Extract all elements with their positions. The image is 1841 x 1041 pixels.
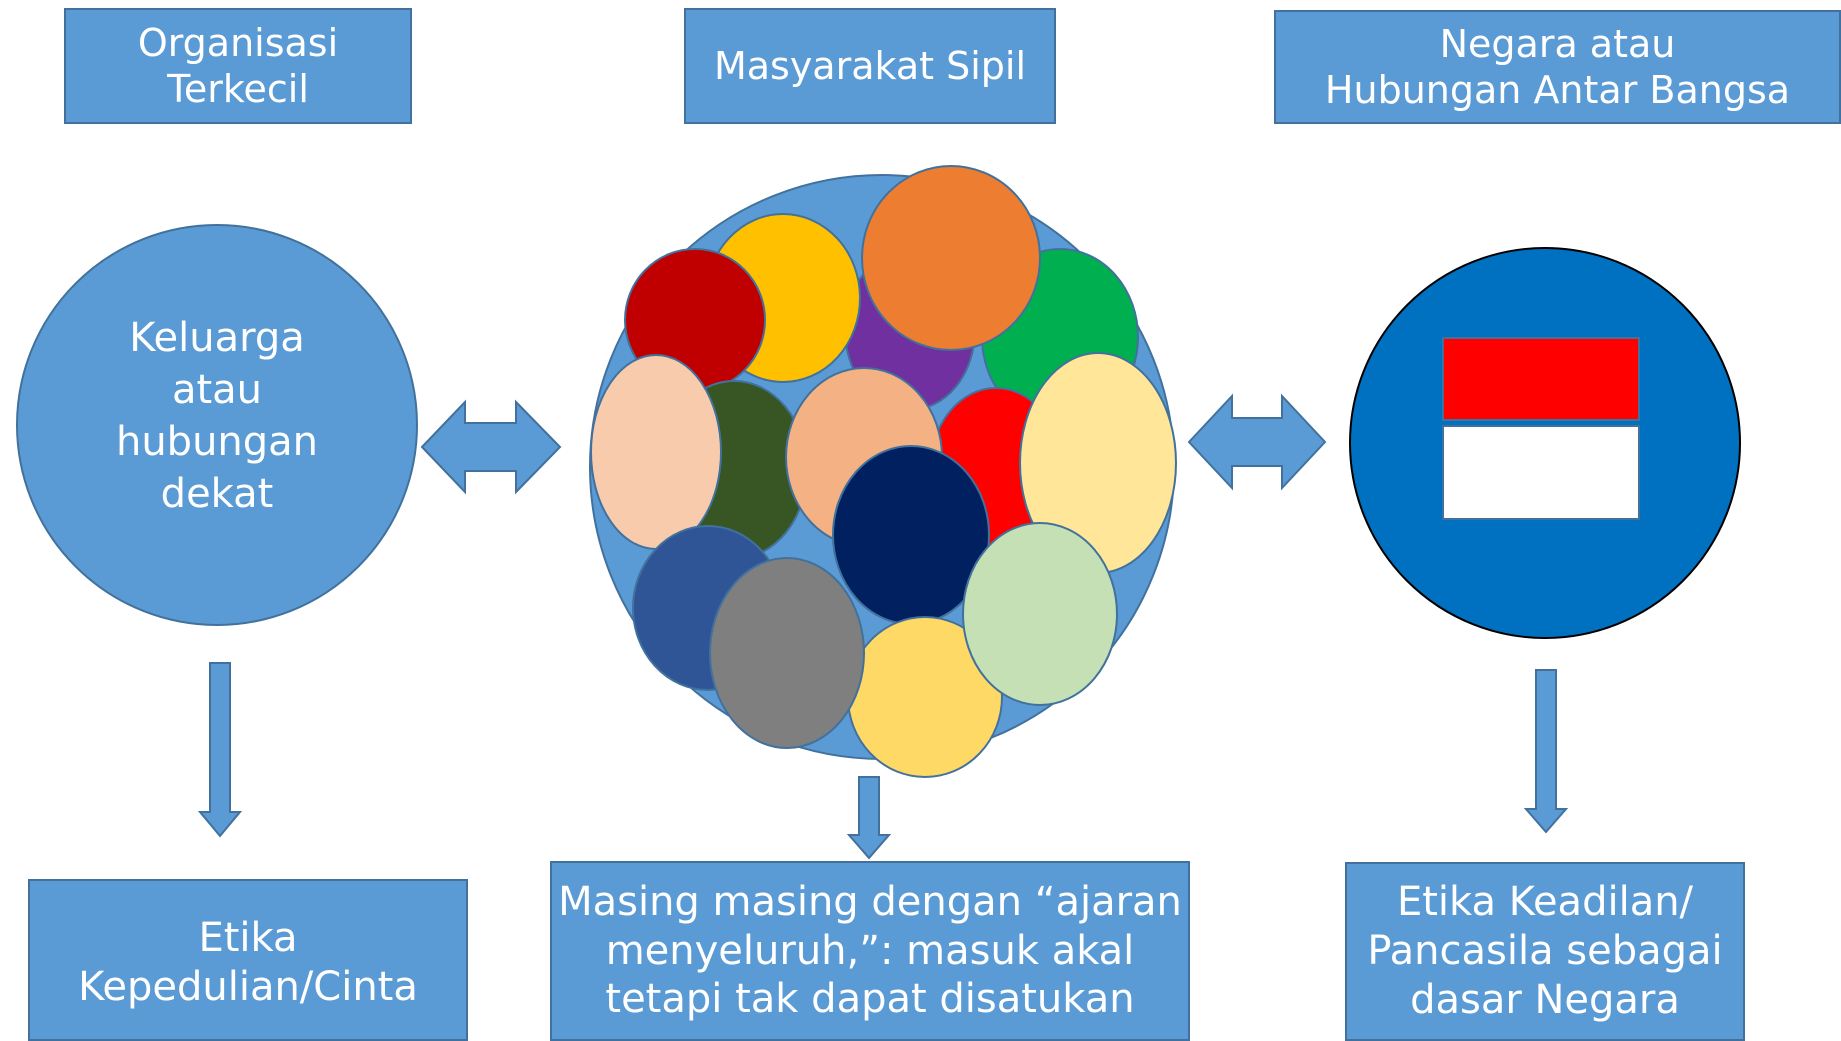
flag-red-stripe <box>1442 337 1640 421</box>
double-arrow-left <box>420 399 562 495</box>
bottom-ajaran-menyeluruh: Masing masing dengan “ajaran menyeluruh,… <box>550 861 1190 1041</box>
down-arrow-left <box>197 662 243 838</box>
double-arrow-right <box>1187 393 1327 491</box>
bottom-etika-kepedulian: Etika Kepedulian/Cinta <box>28 879 468 1041</box>
down-arrow-center <box>846 776 892 860</box>
bottom-etika-keadilan: Etika Keadilan/ Pancasila sebagai dasar … <box>1345 862 1745 1041</box>
bubble-light-green <box>962 522 1118 706</box>
header-negara: Negara atau Hubungan Antar Bangsa <box>1274 10 1841 124</box>
family-circle-label: Keluarga atau hubungan dekat <box>115 315 319 517</box>
header-organisasi-terkecil: Organisasi Terkecil <box>64 8 412 124</box>
header-masyarakat-sipil: Masyarakat Sipil <box>684 8 1056 124</box>
bubble-peach <box>590 354 722 550</box>
flag-white-stripe <box>1442 425 1640 520</box>
bubble-gray <box>709 557 865 749</box>
down-arrow-right <box>1523 669 1569 834</box>
family-circle <box>16 224 418 626</box>
bubble-orange <box>861 165 1041 351</box>
